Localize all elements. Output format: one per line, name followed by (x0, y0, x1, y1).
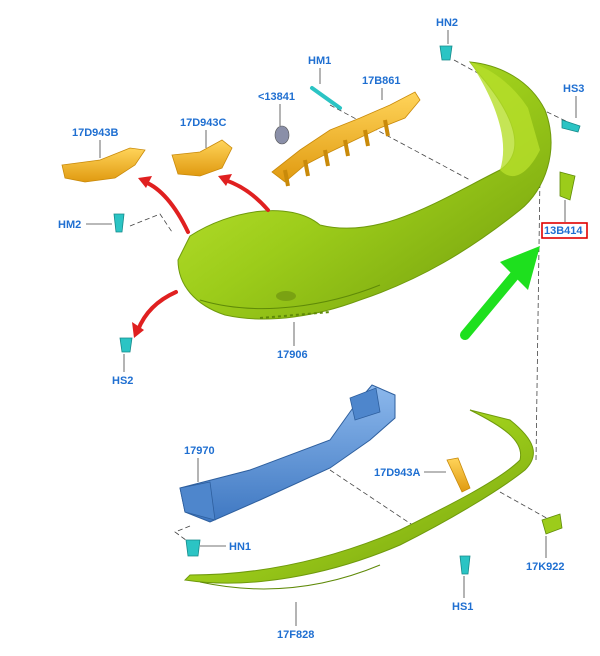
bracket-17K922 (541, 513, 563, 535)
label-hn1: HN1 (229, 541, 251, 553)
label-hs3: HS3 (563, 83, 584, 95)
green-arrow (460, 246, 540, 340)
fastener-hs2 (119, 337, 133, 353)
reinforcement-beam-17970 (179, 384, 396, 523)
bumper-absorber-17B861 (271, 91, 421, 187)
bracket-17D943C (171, 139, 233, 177)
label-leaders (86, 30, 577, 626)
label-hs2: HS2 (112, 375, 133, 387)
grommet-13841 (274, 125, 290, 145)
label-hs1: HS1 (452, 601, 473, 613)
bumper-cover-17906 (177, 61, 552, 320)
label-17d943a: 17D943A (374, 467, 421, 479)
label-17b861: 17B861 (362, 75, 401, 87)
lower-valance-17F828 (183, 409, 534, 590)
label-hn2: HN2 (436, 17, 458, 29)
label-13b414: 13B414 (544, 225, 583, 237)
fastener-hs3 (561, 119, 581, 133)
label-17970: 17970 (184, 445, 215, 457)
highlight-box (541, 222, 588, 239)
label-17d943c: 17D943C (180, 117, 227, 129)
fastener-hm2 (113, 213, 125, 233)
bracket-13B414 (559, 171, 576, 201)
label-hm2: HM2 (58, 219, 81, 231)
fastener-hm1 (310, 86, 342, 110)
part-labels: HN2 HM1 <13841 17B861 HS3 17D943B 17D943… (58, 17, 584, 641)
fastener-hn1 (185, 539, 201, 557)
red-arrow-heads (132, 174, 232, 338)
label-17d943b: 17D943B (72, 127, 119, 139)
fastener-hs1 (459, 555, 471, 575)
label-hm1: HM1 (308, 55, 331, 67)
label-17906: 17906 (277, 349, 308, 361)
label-13841: <13841 (258, 91, 295, 103)
label-17k922: 17K922 (526, 561, 565, 573)
bracket-17D943A (446, 457, 471, 493)
bracket-17D943B (61, 147, 146, 183)
red-arrows (136, 178, 270, 332)
label-17f828: 17F828 (277, 629, 314, 641)
fastener-hn2 (439, 45, 453, 61)
